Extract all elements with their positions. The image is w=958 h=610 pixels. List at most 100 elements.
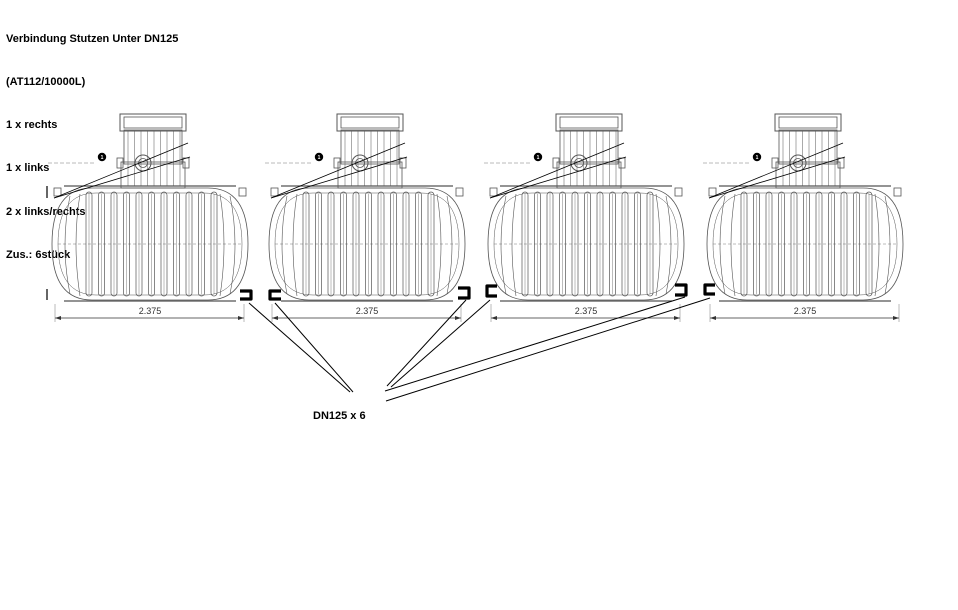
tank-shaft-ribs <box>344 131 398 186</box>
tank-4: 1 2.375 <box>703 113 904 322</box>
tank-shaft <box>123 129 183 165</box>
dimension-arrow-right <box>674 316 680 320</box>
tank-shaft-cap-inner <box>778 116 838 129</box>
tank-shaft-ribs <box>782 131 836 186</box>
tank-rim-fitting-right <box>893 187 902 197</box>
tank-marker-dot <box>533 152 543 162</box>
dimension-arrow-right <box>455 316 461 320</box>
tank-3: 1 2.375 <box>484 113 685 322</box>
tank-leader-lower <box>53 156 191 199</box>
dimension-label: 2.375 <box>356 306 379 316</box>
leader-line-4 <box>390 299 491 388</box>
notes-block: Verbindung Stutzen Unter DN125 (AT112/10… <box>6 3 178 277</box>
tank-2: 1 2.375 <box>265 113 466 322</box>
tank-dome-base <box>556 161 622 189</box>
tank-shaft <box>778 129 838 165</box>
leader-line-3 <box>386 299 467 387</box>
tank-marker-label: 1 <box>318 155 321 161</box>
tank-end-left <box>281 193 298 297</box>
tank-marker-label: 1 <box>537 155 540 161</box>
tank-body-outline <box>487 187 685 301</box>
tank-end-right <box>219 193 236 297</box>
note-left: 1 x links <box>6 162 50 175</box>
tank-stub-right <box>182 157 190 169</box>
tank-shaft-cap <box>774 113 842 132</box>
tank-leader-upper <box>270 142 406 199</box>
dimension-arrow-left <box>491 316 497 320</box>
tank-stub-left <box>771 157 779 169</box>
tank-stub-left <box>552 157 560 169</box>
tank-rim-fitting-right <box>238 187 247 197</box>
fittings-layer <box>240 283 715 301</box>
note-right: 1 x rechts <box>6 119 58 132</box>
tank-body-outline <box>706 187 904 301</box>
tank-end-left <box>719 193 736 297</box>
callout-label: DN125 x 6 <box>313 410 366 422</box>
tank-leader-upper <box>53 142 189 199</box>
tank-dome-base <box>775 161 841 189</box>
tank-dome-base <box>337 161 403 189</box>
tank-leader-lower <box>489 156 627 199</box>
tank-shaft-ribs <box>563 131 617 186</box>
tank-end-right <box>436 193 453 297</box>
note-model: (AT112/10000L) <box>6 76 86 89</box>
tank-leader-upper <box>489 142 625 199</box>
tank-leader-lower <box>270 156 408 199</box>
tank-shaft <box>340 129 400 165</box>
dimension-label: 2.375 <box>575 306 598 316</box>
tank-marker-label: 1 <box>101 155 104 161</box>
tank-inlet-outer <box>789 154 807 172</box>
fitting-3 <box>458 286 471 300</box>
tank-rim-fitting-right <box>674 187 683 197</box>
tank-rim-fitting-right <box>455 187 464 197</box>
note-both: 2 x links/rechts <box>6 205 86 218</box>
tank-inlet-outer <box>351 154 369 172</box>
tank-stub-right <box>837 157 845 169</box>
dimension-label: 2.375 <box>794 306 817 316</box>
tank-shaft-cap <box>555 113 623 132</box>
tank-shaft <box>559 129 619 165</box>
leader-line-5 <box>384 296 686 392</box>
dimension-arrow-left <box>55 316 61 320</box>
tank-inlet-outer <box>570 154 588 172</box>
tank-inlet-outer <box>134 154 152 172</box>
tank-shaft-cap <box>119 113 187 132</box>
callout-group <box>248 296 711 402</box>
fitting-4 <box>485 284 497 298</box>
tank-marker-dot <box>97 152 107 162</box>
fitting-2 <box>268 289 281 301</box>
tank-stub-left <box>116 157 124 169</box>
tank-dome-base <box>120 161 186 189</box>
tank-end-left <box>64 193 81 297</box>
dimension-arrow-left <box>272 316 278 320</box>
tank-stub-right <box>399 157 407 169</box>
tank-stub-right <box>618 157 626 169</box>
leader-line-2 <box>274 302 354 393</box>
tank-marker-dot <box>752 152 762 162</box>
leader-line-6 <box>385 297 711 402</box>
dimension-arrow-right <box>238 316 244 320</box>
tank-body-outline <box>51 187 249 301</box>
tank-end-right <box>874 193 891 297</box>
tank-1: 12.375 <box>48 113 249 322</box>
tank-end-left <box>500 193 517 297</box>
dimension-arrow-right <box>893 316 899 320</box>
leader-line-1 <box>248 302 351 393</box>
tank-marker-dot <box>314 152 324 162</box>
tank-rim-fitting-left <box>489 187 498 197</box>
note-title: Verbindung Stutzen Unter DN125 <box>6 32 179 45</box>
fitting-6 <box>703 283 715 296</box>
tank-body-outline <box>268 187 466 301</box>
tank-shaft-ribs <box>127 131 181 186</box>
tank-rim-fitting-left <box>708 187 717 197</box>
tank-shaft-cap <box>336 113 404 132</box>
tank-leader-upper <box>708 142 844 199</box>
tank-shaft-cap-inner <box>123 116 183 129</box>
tank-shaft-cap-inner <box>340 116 400 129</box>
tank-marker-label: 1 <box>756 155 759 161</box>
fitting-5 <box>675 283 688 297</box>
tank-end-right <box>655 193 672 297</box>
tank-stub-left <box>333 157 341 169</box>
